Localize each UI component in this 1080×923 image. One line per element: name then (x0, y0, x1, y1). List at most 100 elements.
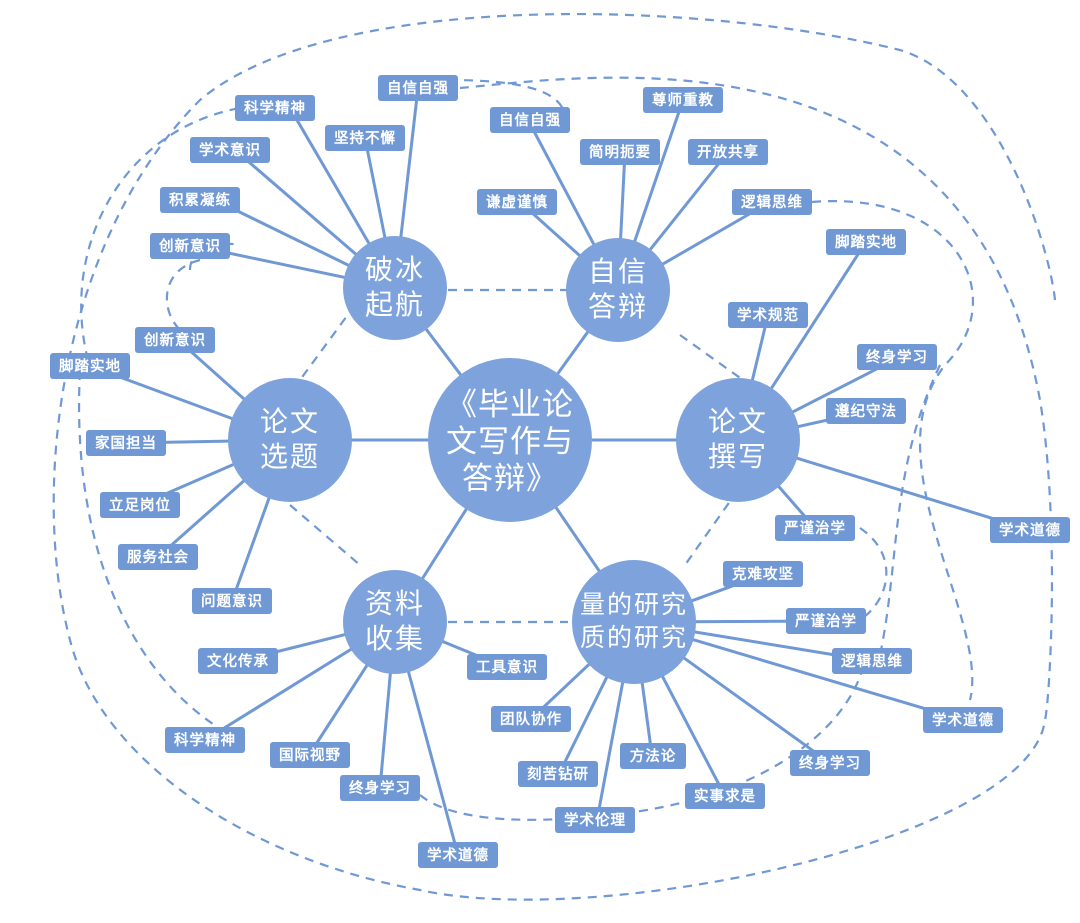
svg-text:学术道德: 学术道德 (999, 521, 1061, 539)
center-line2: 文写作与 (446, 424, 574, 460)
label-zixin-2: 尊师重教 (643, 87, 723, 113)
svg-text:科学精神: 科学精神 (174, 731, 236, 749)
hub-pobing-line1: 破冰 (365, 253, 425, 286)
svg-text:终身学习: 终身学习 (866, 348, 928, 366)
label-yanjiu-6: 团队协作 (491, 706, 571, 732)
label-xuanti-6: 问题意识 (192, 588, 272, 614)
svg-text:脚踏实地: 脚踏实地 (59, 357, 121, 375)
label-yanjiu-9: 实事求是 (685, 783, 765, 809)
svg-text:服务社会: 服务社会 (127, 548, 189, 566)
hub-yanjiu-line2: 质的研究 (580, 623, 688, 652)
label-zixin-4: 开放共享 (688, 139, 768, 165)
label-yanjiu-5: 终身学习 (790, 750, 870, 776)
svg-text:实事求是: 实事求是 (694, 787, 756, 805)
svg-text:克难攻坚: 克难攻坚 (732, 565, 794, 583)
svg-text:终身学习: 终身学习 (799, 754, 861, 772)
label-ziliao-6: 工具意识 (467, 654, 547, 680)
hub-yanjiu-line1: 量的研究 (580, 590, 688, 619)
svg-text:立足岗位: 立足岗位 (109, 496, 171, 514)
label-yanjiu-10: 学术伦理 (555, 807, 635, 833)
dashed-links (52, 12, 1057, 901)
hub-ziliao-line1: 资料 (365, 587, 425, 620)
label-yanjiu-4: 学术道德 (923, 707, 1003, 733)
label-zhuanxie-5: 严谨治学 (775, 515, 855, 541)
label-yanjiu-1: 克难攻坚 (723, 561, 803, 587)
svg-text:国际视野: 国际视野 (279, 746, 341, 764)
hub-ziliao-line2: 收集 (365, 622, 425, 655)
hub-xuanti-line1: 论文 (260, 405, 320, 438)
label-ziliao-5: 学术道德 (418, 842, 498, 868)
svg-text:简明扼要: 简明扼要 (589, 143, 651, 161)
svg-text:团队协作: 团队协作 (500, 710, 562, 728)
svg-text:学术道德: 学术道德 (932, 711, 994, 729)
label-ziliao-4: 终身学习 (340, 775, 420, 801)
label-zixin-6: 逻辑思维 (732, 189, 812, 215)
label-ziliao-2: 科学精神 (165, 727, 245, 753)
svg-text:严谨治学: 严谨治学 (783, 519, 846, 537)
svg-text:学术伦理: 学术伦理 (564, 811, 626, 829)
svg-text:问题意识: 问题意识 (201, 592, 263, 610)
label-pobing-5: 积累凝练 (160, 187, 240, 213)
hub-xuanti: 论文 选题 (228, 378, 352, 502)
label-zhuanxie-6: 学术道德 (990, 517, 1070, 543)
center-node: 《毕业论 文写作与 答辩》 (428, 358, 592, 522)
hub-zixin-line1: 自信 (588, 255, 648, 288)
svg-text:终身学习: 终身学习 (349, 779, 411, 797)
svg-text:积累凝练: 积累凝练 (169, 191, 231, 209)
label-yanjiu-2: 严谨治学 (786, 608, 866, 634)
label-pobing-6: 创新意识 (150, 233, 230, 259)
label-nodes: 自信自强 科学精神 学术意识 坚持不懈 积累凝练 创新意识 自信自强 尊师重教 … (50, 75, 1070, 868)
label-ziliao-3: 国际视野 (270, 742, 350, 768)
hub-yanjiu: 量的研究 质的研究 (572, 560, 696, 684)
svg-text:家国担当: 家国担当 (95, 434, 157, 452)
svg-text:工具意识: 工具意识 (476, 658, 538, 676)
svg-text:刻苦钻研: 刻苦钻研 (527, 765, 589, 783)
svg-text:严谨治学: 严谨治学 (794, 612, 857, 630)
label-zixin-3: 简明扼要 (580, 139, 660, 165)
svg-text:逻辑思维: 逻辑思维 (741, 193, 803, 211)
label-xuanti-1: 创新意识 (135, 327, 215, 353)
label-yanjiu-3: 逻辑思维 (832, 648, 912, 674)
label-xuanti-5: 服务社会 (118, 544, 198, 570)
hub-zhuanxie-line2: 撰写 (708, 440, 768, 473)
label-zixin-1: 自信自强 (490, 107, 570, 133)
svg-text:逻辑思维: 逻辑思维 (841, 652, 903, 670)
svg-text:学术规范: 学术规范 (737, 306, 799, 324)
label-pobing-4: 坚持不懈 (325, 125, 405, 151)
hub-xuanti-line2: 选题 (260, 440, 320, 473)
label-zixin-5: 谦虚谨慎 (477, 189, 557, 215)
svg-text:开放共享: 开放共享 (697, 143, 759, 161)
svg-text:遵纪守法: 遵纪守法 (835, 402, 897, 420)
label-zhuanxie-3: 终身学习 (857, 344, 937, 370)
svg-text:方法论: 方法论 (630, 747, 677, 765)
label-xuanti-4: 立足岗位 (100, 492, 180, 518)
label-xuanti-3: 家国担当 (86, 430, 166, 456)
svg-text:谦虚谨慎: 谦虚谨慎 (486, 193, 548, 211)
label-pobing-2: 科学精神 (235, 95, 315, 121)
hub-zhuanxie: 论文 撰写 (676, 378, 800, 502)
svg-text:坚持不懈: 坚持不懈 (334, 129, 396, 147)
center-line3: 答辩》 (462, 461, 558, 497)
hub-ziliao: 资料 收集 (343, 570, 447, 674)
label-zhuanxie-2: 学术规范 (728, 302, 808, 328)
label-yanjiu-8: 刻苦钻研 (518, 761, 598, 787)
svg-text:学术道德: 学术道德 (427, 846, 489, 864)
svg-text:自信自强: 自信自强 (499, 111, 561, 129)
label-yanjiu-7: 方法论 (620, 743, 686, 769)
label-xuanti-2: 脚踏实地 (50, 353, 130, 379)
hub-zixin-line2: 答辩 (588, 290, 648, 323)
svg-text:脚踏实地: 脚踏实地 (835, 233, 897, 251)
hub-pobing-line2: 起航 (365, 288, 425, 321)
label-ziliao-1: 文化传承 (198, 648, 278, 674)
svg-text:创新意识: 创新意识 (143, 331, 206, 349)
svg-text:科学精神: 科学精神 (244, 99, 306, 117)
hub-zixin: 自信 答辩 (566, 238, 670, 342)
center-line1: 《毕业论 (446, 387, 574, 423)
svg-text:学术意识: 学术意识 (199, 141, 261, 159)
label-pobing-1: 自信自强 (378, 75, 458, 101)
label-zhuanxie-4: 遵纪守法 (826, 398, 906, 424)
hub-pobing: 破冰 起航 (343, 236, 447, 340)
hub-zhuanxie-line1: 论文 (708, 405, 768, 438)
svg-text:尊师重教: 尊师重教 (652, 91, 714, 109)
